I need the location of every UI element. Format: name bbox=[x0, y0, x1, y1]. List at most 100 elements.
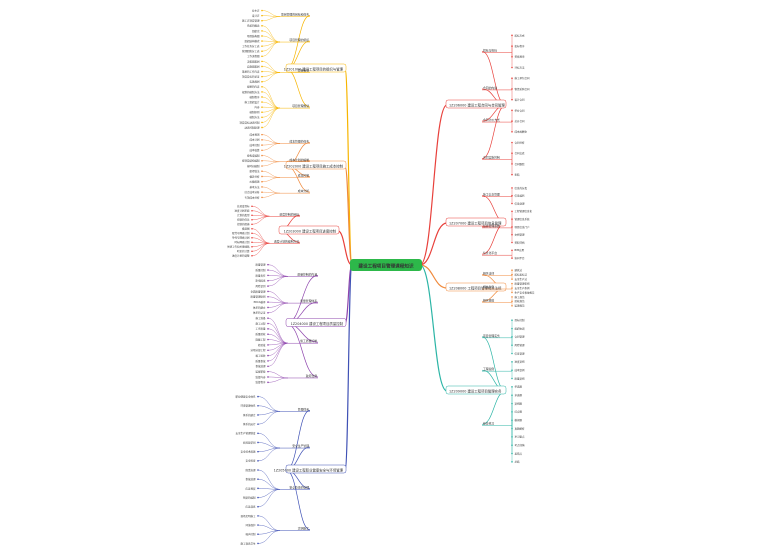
sub-node-label[interactable]: 规划的编制方法 bbox=[242, 90, 260, 94]
item-node-label[interactable]: 合同实施控制 bbox=[483, 156, 500, 160]
sub-node-label[interactable]: 设计方 bbox=[252, 14, 260, 18]
item-node-label[interactable]: 质量控制的内涵 bbox=[297, 272, 317, 276]
item-node-label[interactable]: 安全生产管理 bbox=[292, 444, 309, 448]
sub-node-label[interactable]: 控制的任务 bbox=[237, 218, 250, 222]
sub-node-label[interactable]: 复习要点 bbox=[515, 435, 526, 439]
sub-node-label[interactable]: 投标程序 bbox=[515, 44, 526, 48]
sub-node-label[interactable]: 招标投标法 bbox=[515, 273, 528, 277]
sub-node-label[interactable]: 项目目标的论证 bbox=[242, 75, 260, 79]
branch-node-label[interactable]: 1Z209000 建设工程项目管理实务 bbox=[449, 388, 502, 393]
item-node-label[interactable]: 质量管理体系 bbox=[300, 299, 317, 303]
item-node-label[interactable]: 项目管理的目标和任务 bbox=[281, 13, 309, 17]
sub-node-label[interactable]: 工作流程图 bbox=[247, 54, 260, 58]
sub-node-label[interactable]: 真题解析 bbox=[515, 426, 526, 430]
sub-node-label[interactable]: 信息处理 bbox=[515, 201, 526, 205]
sub-node-label[interactable]: 信息编码 bbox=[515, 194, 526, 198]
sub-node-label[interactable]: 编制程序 bbox=[249, 95, 260, 99]
sub-node-label[interactable]: 资格预审 bbox=[515, 55, 526, 59]
item-node-label[interactable]: 成本控制 bbox=[298, 173, 309, 177]
branch-node-label[interactable]: 1Z207000 建设工程项目信息管理 bbox=[449, 220, 502, 225]
sub-node-label[interactable]: 易错点 bbox=[515, 451, 523, 455]
sub-node-label[interactable]: PDCA循环 bbox=[254, 300, 266, 304]
sub-node-label[interactable]: 质量案例 bbox=[515, 376, 526, 380]
sub-node-label[interactable]: 噪声控制 bbox=[245, 532, 256, 536]
sub-node-label[interactable]: 业主方 bbox=[252, 8, 260, 12]
item-node-label[interactable]: 安全隐患的处理 bbox=[289, 485, 309, 489]
sub-node-label[interactable]: 单选题 bbox=[515, 385, 523, 389]
sub-node-label[interactable]: 总进度目标 bbox=[237, 204, 250, 208]
item-node-label[interactable]: 信息化平台 bbox=[483, 251, 497, 255]
sub-node-label[interactable]: 目标控制 bbox=[515, 318, 526, 322]
item-node-label[interactable]: 政府监督 bbox=[306, 374, 317, 378]
sub-node-label[interactable]: 单价合同 bbox=[515, 108, 526, 112]
sub-node-label[interactable]: 质量管理原则 bbox=[250, 295, 266, 299]
sub-node-label[interactable]: 计划的类型 bbox=[237, 213, 250, 217]
sub-node-label[interactable]: 成本计划 bbox=[249, 138, 260, 142]
sub-node-label[interactable]: 安全生产管理制度 bbox=[235, 431, 256, 435]
branch-node-label[interactable]: 1Z208000 工程项目管理相关法规 bbox=[449, 285, 502, 290]
sub-node-label[interactable]: 影响因素 bbox=[255, 279, 266, 283]
sub-node-label[interactable]: 全面质量管理 bbox=[250, 289, 266, 293]
item-node-label[interactable]: 项目管理规划 bbox=[292, 104, 309, 108]
sub-node-label[interactable]: 工程管理信息化 bbox=[515, 209, 533, 213]
sub-node-label[interactable]: 成本核算 bbox=[249, 148, 260, 152]
sub-node-label[interactable]: 案例题 bbox=[515, 401, 523, 405]
sub-node-label[interactable]: 质量控制 bbox=[255, 268, 266, 272]
item-node-label[interactable]: 相关条例 bbox=[483, 285, 494, 289]
sub-node-label[interactable]: 体系的建立 bbox=[243, 413, 256, 417]
sub-node-label[interactable]: 应急预案 bbox=[245, 486, 256, 490]
sub-node-label[interactable]: 专项成本分析 bbox=[244, 195, 260, 199]
sub-node-label[interactable]: 进度案例 bbox=[515, 360, 526, 364]
sub-node-label[interactable]: 体系的运行 bbox=[243, 422, 256, 426]
sub-node-label[interactable]: 隐患治理 bbox=[245, 468, 256, 472]
sub-node-label[interactable]: 应急演练 bbox=[245, 505, 256, 509]
item-node-label[interactable]: 进度计划的编制方法 bbox=[274, 239, 299, 243]
sub-node-label[interactable]: 质量责任 bbox=[255, 273, 266, 277]
sub-node-label[interactable]: 组织结构模式 bbox=[244, 39, 260, 43]
sub-node-label[interactable]: 监督职能 bbox=[255, 370, 266, 374]
item-node-label[interactable]: 合同的内容 bbox=[483, 86, 497, 90]
sub-node-label[interactable]: 现场文明施工 bbox=[240, 514, 256, 518]
sub-node-label[interactable]: 竣工验收 bbox=[255, 353, 266, 357]
sub-node-label[interactable]: 策划的工作内容 bbox=[242, 69, 260, 73]
sub-node-label[interactable]: 动态控制原理 bbox=[244, 125, 260, 129]
sub-node-label[interactable]: 工序质量 bbox=[255, 327, 266, 331]
item-node-label[interactable]: 成本管理的任务 bbox=[289, 139, 309, 143]
branch-node-label[interactable]: 1Z204000 建设工程项目质量控制 bbox=[291, 321, 344, 326]
sub-node-label[interactable]: 合同管理 bbox=[515, 335, 526, 339]
sub-node-label[interactable]: 分项分部工程 bbox=[250, 348, 266, 352]
sub-node-label[interactable]: 安全生产法 bbox=[515, 277, 528, 281]
sub-node-label[interactable]: 施工规范 bbox=[515, 295, 526, 299]
item-node-label[interactable]: 工程案例 bbox=[483, 367, 494, 371]
sub-node-label[interactable]: 施工方项目管理 bbox=[242, 19, 260, 23]
sub-node-label[interactable]: 基本方法 bbox=[249, 185, 260, 189]
sub-node-label[interactable]: 体系的建立 bbox=[253, 305, 266, 309]
sub-node-label[interactable]: 施工承包合同 bbox=[515, 76, 531, 80]
sub-node-label[interactable]: 信息管理 bbox=[515, 351, 526, 355]
sub-node-label[interactable]: 规划的内容 bbox=[247, 85, 260, 89]
sub-node-label[interactable]: 信息的分类 bbox=[515, 186, 528, 190]
item-node-label[interactable]: 信息管理系统 bbox=[483, 224, 500, 228]
sub-node-label[interactable]: 预案的编制 bbox=[243, 495, 256, 499]
item-node-label[interactable]: 成本分析 bbox=[298, 189, 309, 193]
sub-node-label[interactable]: 多选题 bbox=[515, 393, 523, 397]
sub-node-label[interactable]: 总价合同 bbox=[515, 119, 526, 123]
sub-node-label[interactable]: 成本案例 bbox=[515, 368, 526, 372]
sub-node-label[interactable]: 系统的概念 bbox=[247, 24, 260, 28]
item-node-label[interactable]: 项目管理的组织 bbox=[289, 38, 309, 42]
sub-node-label[interactable]: 时差的计算 bbox=[237, 249, 250, 253]
item-node-label[interactable]: 管理体系 bbox=[298, 407, 309, 411]
sub-node-label[interactable]: 招标方式 bbox=[515, 33, 526, 37]
sub-node-label[interactable]: 综合题 bbox=[515, 410, 523, 414]
sub-node-label[interactable]: 风险管理 bbox=[515, 343, 526, 347]
sub-node-label[interactable]: 控制的措施 bbox=[237, 222, 250, 226]
sub-node-label[interactable]: 关键工作和关键线路 bbox=[227, 245, 250, 249]
sub-node-label[interactable]: 合同跟踪 bbox=[515, 162, 526, 166]
branch-node-label[interactable]: 1Z202000 建设工程项目施工成本控制 bbox=[284, 163, 344, 168]
item-node-label[interactable]: 施工质量控制 bbox=[300, 339, 317, 343]
sub-node-label[interactable]: 安全检查 bbox=[245, 459, 256, 463]
sub-node-label[interactable]: 时标网络计划 bbox=[234, 240, 250, 244]
mindmap-root-node[interactable]: 建设工程项目管理课程知识 bbox=[350, 259, 422, 271]
branch-node-label[interactable]: 1Z201000 建设工程项目的组织与管理 bbox=[284, 66, 344, 71]
sub-node-label[interactable]: 管理职能分工表 bbox=[242, 49, 260, 53]
